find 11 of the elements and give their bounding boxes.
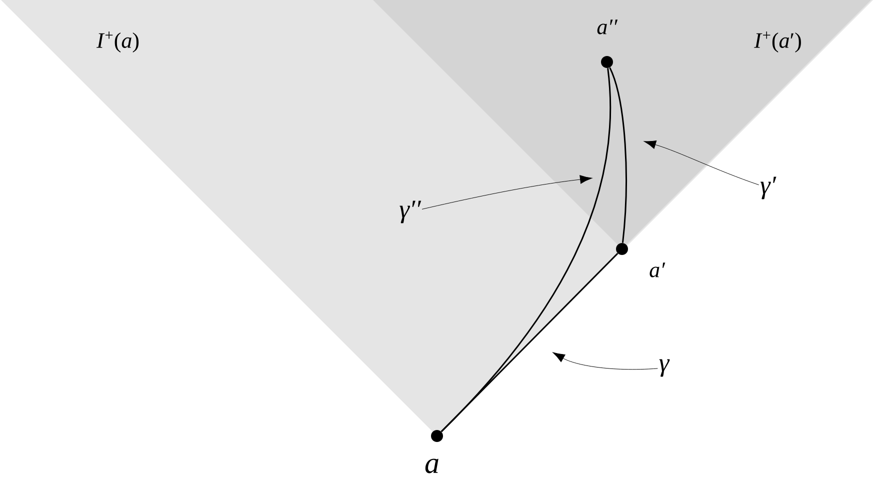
curve-label: γ xyxy=(659,359,670,377)
leader-arrow xyxy=(422,175,592,210)
leader-arrow xyxy=(644,140,760,186)
region-label: I$^{+}$(a′) xyxy=(754,32,801,52)
world-line xyxy=(440,252,618,432)
curve-label: γ′ xyxy=(760,176,776,200)
world-line xyxy=(609,67,627,243)
leader-arrow xyxy=(552,352,658,370)
curve-label: γ′′ xyxy=(400,200,422,224)
region-label: I$^{+}$(a) xyxy=(96,32,139,52)
world-line xyxy=(440,68,611,432)
